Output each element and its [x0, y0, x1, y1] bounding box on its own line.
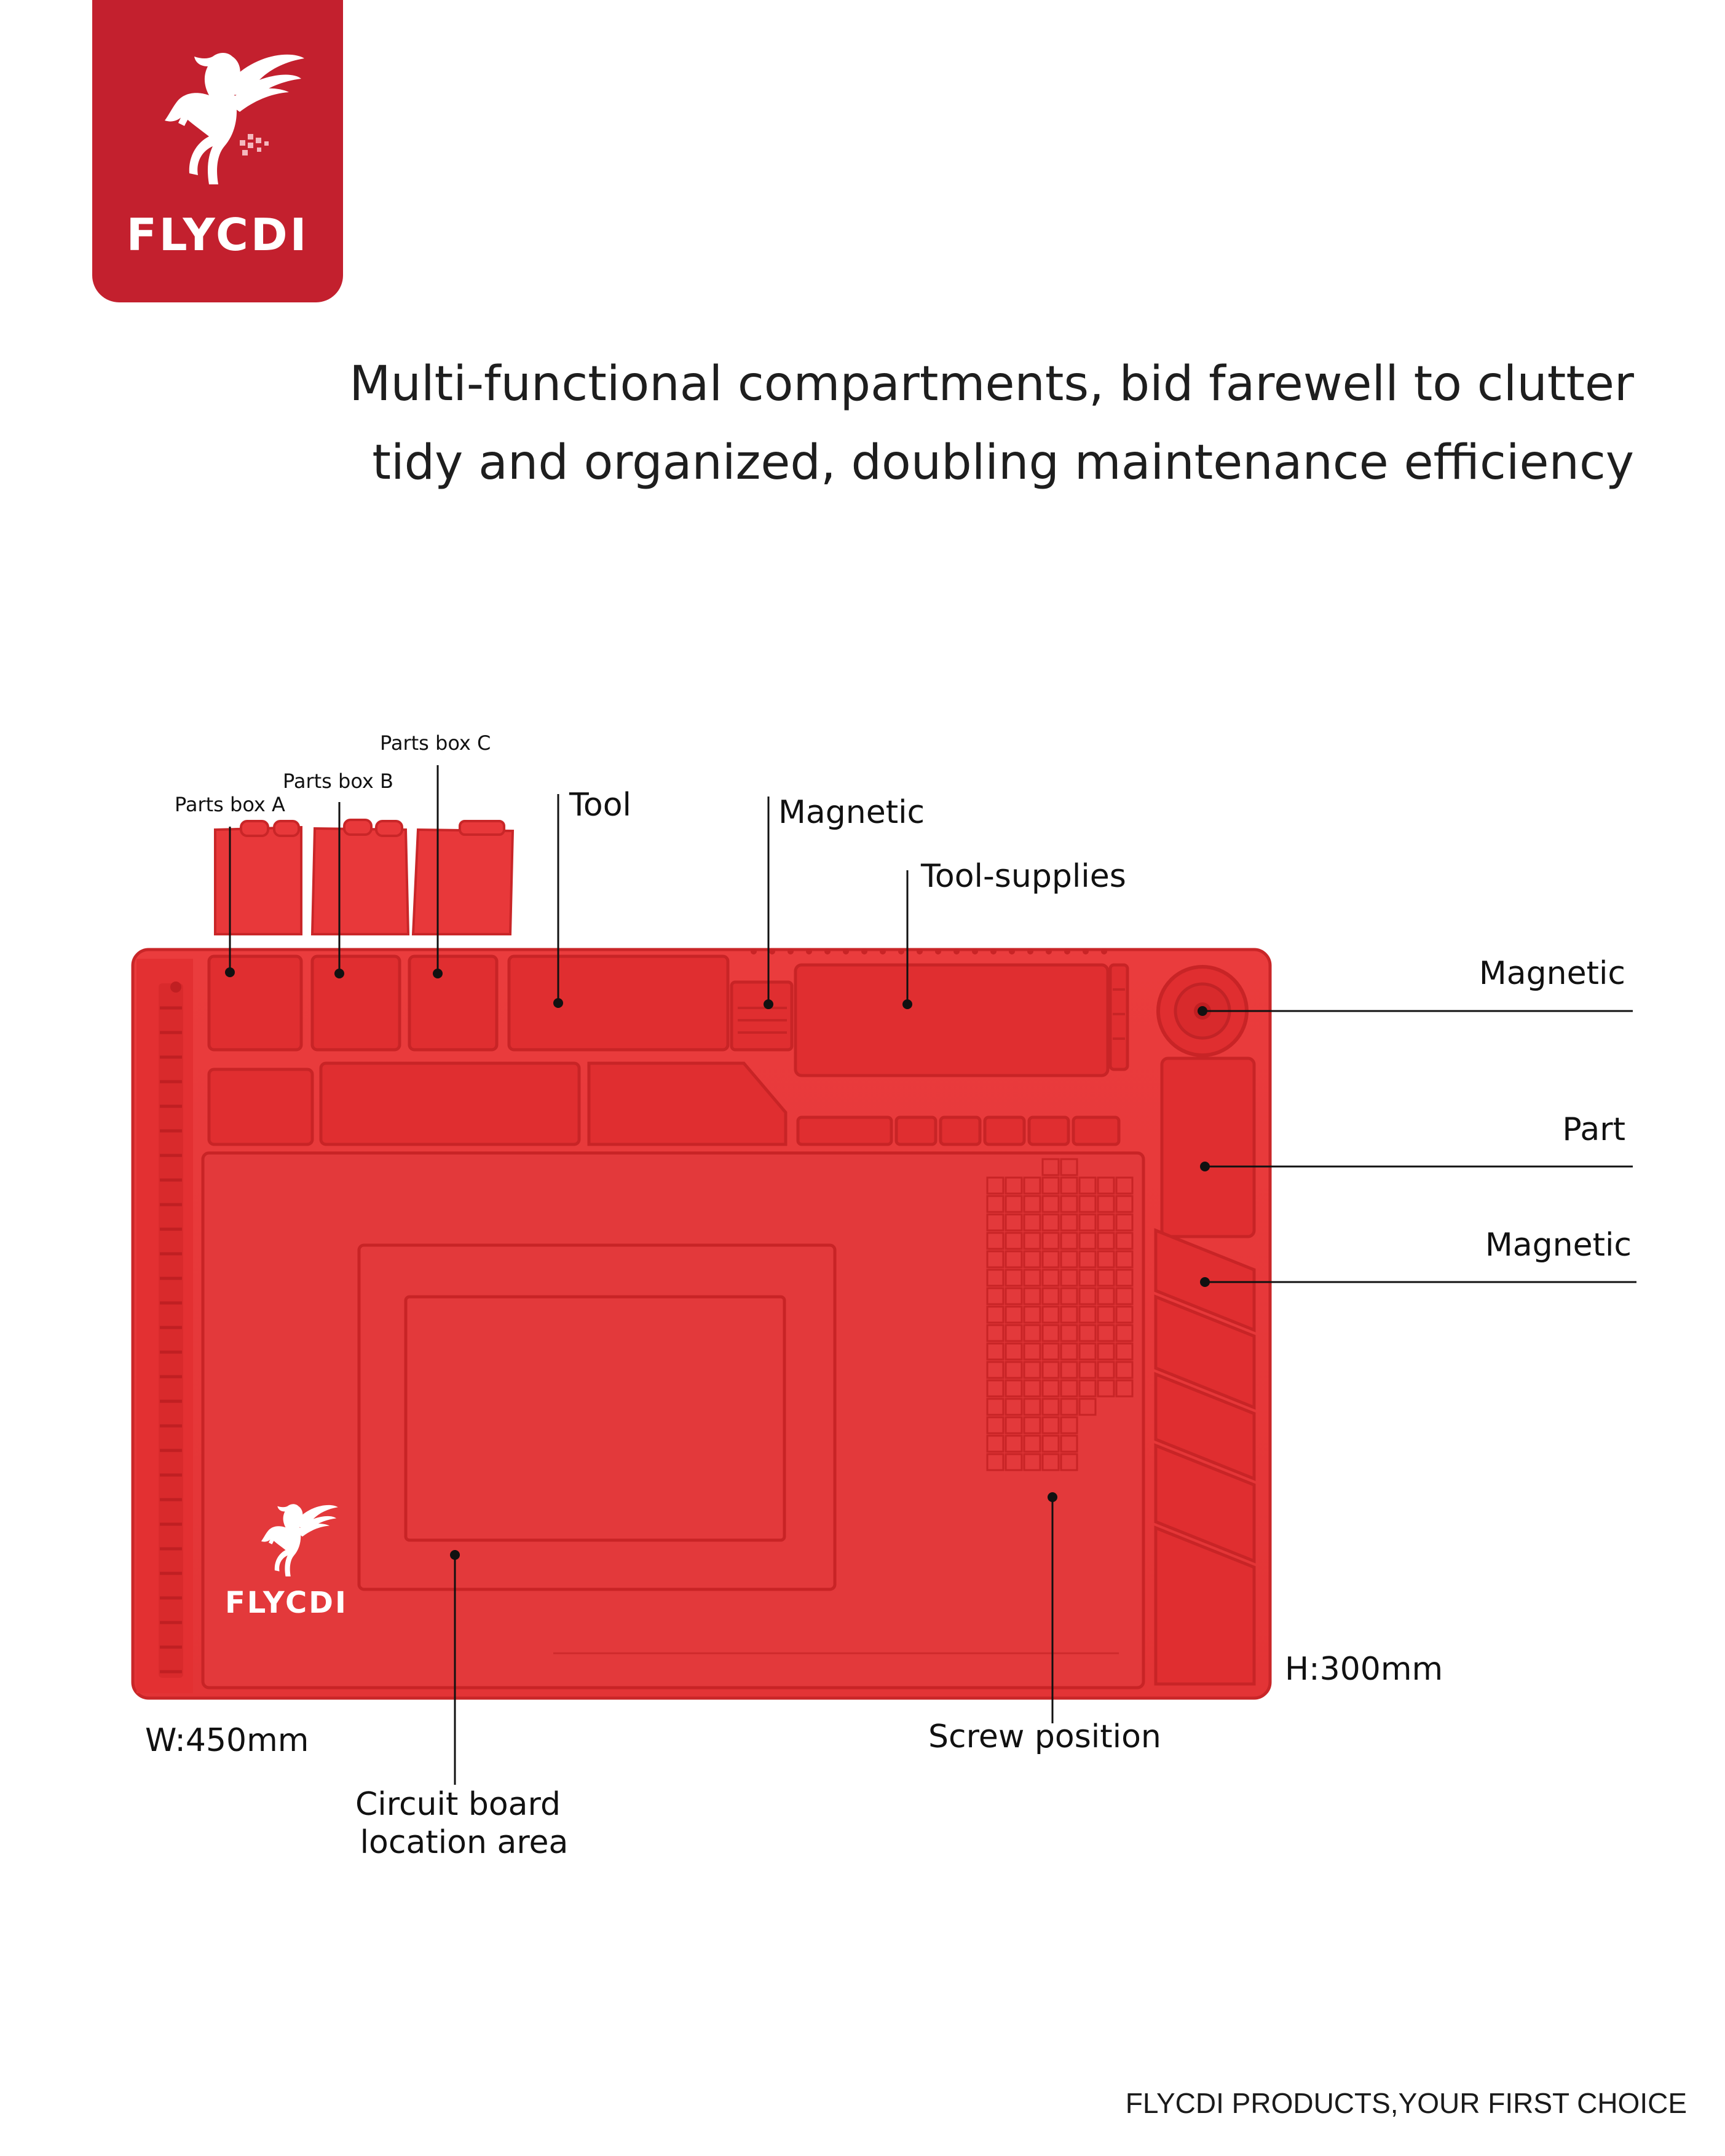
pegasus-logo-icon	[165, 53, 304, 184]
footer-slogan: FLYCDI PRODUCTS,YOUR FIRST CHOICE	[1125, 2087, 1687, 2119]
parts-box-lids	[214, 819, 515, 935]
headline-line-1: Multi-functional compartments, bid farew…	[349, 356, 1634, 412]
label-part: Part	[1562, 1111, 1625, 1148]
main-work-area	[201, 1151, 1145, 1690]
label-tool-supplies: Tool-supplies	[921, 858, 1126, 895]
tool-rack-slots	[738, 988, 1125, 1040]
callout-leaders	[229, 765, 1636, 1785]
top-edge-holes	[751, 948, 1107, 954]
mat-pegasus-icon	[261, 1504, 338, 1576]
callout-dots	[225, 967, 1210, 1560]
right-part-bins	[1154, 1056, 1256, 1686]
label-circuit-board-line-2: location area	[360, 1824, 569, 1861]
second-row-compartments	[207, 1061, 1121, 1146]
brand-logo-text: FLYCDI	[126, 209, 309, 261]
label-parts-box-a: Parts box A	[175, 793, 285, 816]
brand-badge: FLYCDI	[92, 0, 343, 302]
label-parts-box-b: Parts box B	[283, 769, 393, 793]
label-parts-box-c: Parts box C	[380, 731, 491, 755]
label-screw-position: Screw position	[928, 1718, 1161, 1755]
label-magnetic-bin: Magnetic	[1485, 1227, 1632, 1264]
label-width: W:450mm	[145, 1722, 309, 1759]
mat-logo-text: FLYCDI	[225, 1586, 348, 1620]
top-compartments	[207, 954, 1129, 1077]
label-magnetic-dish: Magnetic	[1478, 955, 1625, 992]
label-height: H:300mm	[1285, 1651, 1443, 1688]
label-tool: Tool	[569, 787, 632, 824]
label-circuit-board-line-1: Circuit board	[355, 1786, 561, 1823]
headline-line-2: tidy and organized, doubling maintenance…	[372, 435, 1634, 490]
label-magnetic-top: Magnetic	[778, 794, 925, 831]
screw-position-grid	[986, 1158, 1134, 1471]
